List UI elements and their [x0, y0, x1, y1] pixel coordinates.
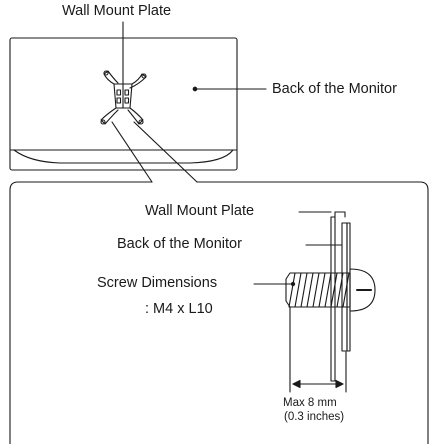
max-depth-dimension [289, 306, 347, 393]
leader-back-top [192, 86, 267, 92]
leader-screw [253, 281, 296, 287]
detail-callout-box [9, 181, 429, 444]
label-back-of-monitor-detail: Back of the Monitor [117, 236, 242, 252]
zoom-connector [111, 121, 198, 183]
label-max-depth: Max 8 mm [283, 397, 337, 409]
label-max-depth-inches: (0.3 inches) [284, 411, 345, 423]
label-wall-mount-plate: Wall Mount Plate [62, 3, 172, 19]
label-back-of-monitor: Back of the Monitor [272, 81, 397, 97]
label-screw-size: : M4 x L10 [145, 301, 213, 317]
label-screw-dimensions: Screw Dimensions [97, 275, 218, 291]
wall-mount-plate-small [100, 70, 147, 125]
label-wall-mount-plate-detail: Wall Mount Plate [145, 203, 255, 219]
wall-mount-plate-detail [330, 211, 346, 382]
